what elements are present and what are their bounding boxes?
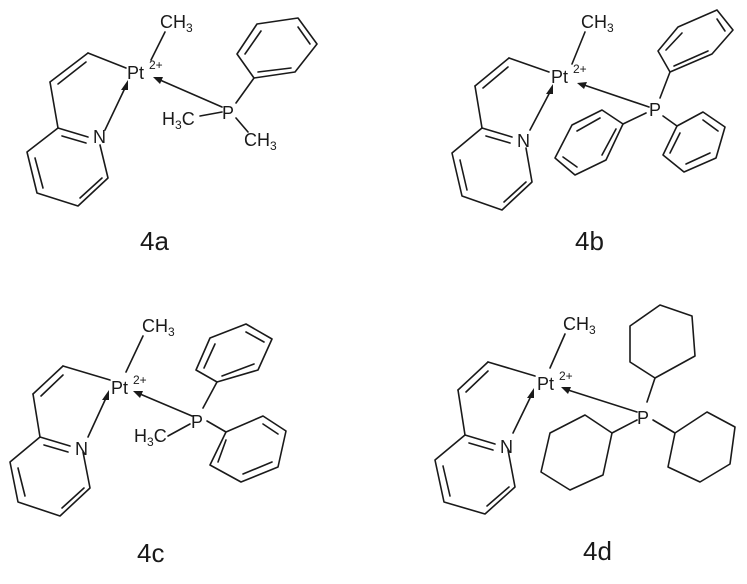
pt-atom: Pt [537, 374, 554, 394]
methyl-label: CH3 [142, 316, 175, 339]
compound-4a: Pt 2+ CH3 N P H3C CH3 4a [26, 12, 318, 256]
compound-label: 4b [575, 226, 604, 256]
vinyl-linker [474, 57, 550, 129]
methyl-label: CH3 [160, 12, 193, 35]
pyridine-ring [26, 127, 109, 207]
compound-4d: Pt 2+ CH3 N P 4d [434, 304, 736, 566]
arrowhead-icon [121, 80, 128, 90]
vinyl-linker [49, 52, 127, 129]
methyl-left-label: H3C [134, 426, 167, 449]
phenyl-ring [235, 17, 318, 104]
compound-label: 4d [583, 536, 612, 566]
compound-4b: Pt 2+ CH3 N P 4b [451, 9, 734, 256]
pyridine-ring [451, 127, 533, 211]
n-atom: N [517, 131, 530, 151]
pt-charge: 2+ [149, 58, 163, 72]
cyclohexyl-ring [652, 411, 736, 483]
arrowhead-icon [577, 82, 587, 89]
phenyl-ring [662, 111, 726, 173]
pyridine-ring [9, 436, 91, 517]
compound-4c: Pt 2+ CH3 N P H3C 4c [9, 316, 287, 568]
n-atom: N [75, 439, 88, 459]
methyl-label: CH3 [563, 314, 596, 337]
cyclohexyl-ring [629, 304, 696, 403]
vinyl-linker [32, 365, 111, 438]
compound-label: 4c [137, 538, 164, 568]
phenyl-ring [206, 415, 287, 483]
pt-atom: Pt [127, 63, 144, 83]
phenyl-ring [657, 9, 734, 99]
phenyl-ring [554, 109, 647, 176]
arrowhead-icon [133, 391, 143, 398]
compound-label: 4a [140, 226, 169, 256]
n-atom: N [500, 437, 513, 457]
pt-charge: 2+ [133, 373, 147, 387]
vinyl-linker [457, 361, 536, 436]
p-atom: P [637, 408, 649, 428]
n-atom: N [93, 127, 106, 147]
arrowhead-icon [102, 390, 109, 400]
pt-charge: 2+ [559, 369, 573, 383]
arrowhead-icon [546, 84, 553, 94]
methyl-label: CH3 [581, 12, 614, 35]
arrowhead-icon [561, 387, 571, 394]
phenyl-ring [195, 323, 273, 409]
pyridine-ring [434, 434, 516, 515]
p-atom: P [222, 103, 234, 123]
pt-atom: Pt [111, 378, 128, 398]
methyl-left-label: H3C [162, 109, 195, 132]
arrowhead-icon [153, 77, 163, 84]
cyclohexyl-ring [540, 414, 638, 491]
pt-charge: 2+ [573, 62, 587, 76]
pt-atom: Pt [551, 67, 568, 87]
p-atom: P [191, 412, 203, 432]
p-atom: P [649, 100, 661, 120]
arrowhead-icon [527, 388, 534, 398]
methyl-right-label: CH3 [244, 130, 277, 153]
